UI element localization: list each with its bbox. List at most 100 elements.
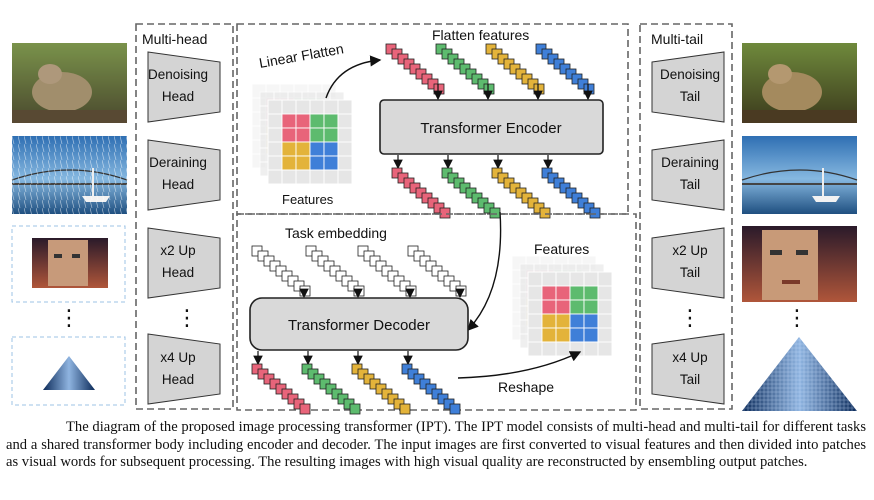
feature-cell (337, 155, 353, 171)
task-embedding-arrows (299, 288, 465, 299)
patch (405, 285, 417, 297)
figure-caption: The diagram of the proposed image proces… (6, 419, 866, 471)
feature-cell (309, 127, 325, 143)
patch (583, 83, 595, 95)
feature-cell (281, 169, 297, 185)
feature-cell (323, 155, 339, 171)
feature-layer-2 (527, 271, 613, 357)
feature-cell (323, 141, 339, 157)
encoder-features-label: Features (282, 192, 334, 207)
feature-cell (295, 141, 311, 157)
encoded-stack-3 (541, 167, 601, 219)
flatten-stack-3 (535, 43, 595, 95)
svg-text:Deraining: Deraining (661, 155, 719, 170)
decoder-output-arrows (253, 351, 413, 366)
feature-cell (323, 113, 339, 129)
feature-cell (597, 299, 613, 315)
transformer-decoder-label: Transformer Decoder (288, 317, 430, 334)
feature-cell (555, 313, 571, 329)
patch (299, 403, 311, 415)
feature-cell (541, 271, 557, 287)
feature-cell (527, 271, 543, 287)
svg-text:Denoising: Denoising (660, 67, 720, 82)
input-image-rainy-bridge (11, 136, 128, 214)
feature-cell (527, 313, 543, 329)
feature-cell (281, 99, 297, 115)
patch (589, 207, 601, 219)
feature-cell (267, 113, 283, 129)
feature-cell (555, 341, 571, 357)
multi-head-title: Multi-head (142, 31, 207, 47)
feature-cell (569, 285, 585, 301)
patch (533, 83, 545, 95)
svg-text:Head: Head (162, 89, 194, 104)
head-ellipsis: ⋮ (176, 305, 198, 330)
feature-cell (527, 341, 543, 357)
decoder-output-patches (251, 363, 461, 415)
tail-ellipsis: ⋮ (679, 305, 701, 330)
decoder-feature-grid (511, 255, 613, 357)
feature-cell (583, 313, 599, 329)
head-denoising: Denoising Head (147, 51, 221, 123)
svg-text:Tail: Tail (680, 265, 700, 280)
svg-text:Tail: Tail (680, 372, 700, 387)
feature-cell (323, 169, 339, 185)
feature-cell (295, 155, 311, 171)
patch (433, 83, 445, 95)
patch (483, 83, 495, 95)
task-stack-3 (407, 245, 467, 297)
decoded-stack-0 (251, 363, 311, 415)
decoder-features-label: Features (534, 241, 589, 257)
feature-cell (337, 141, 353, 157)
feature-cell (597, 271, 613, 287)
feature-cell (541, 341, 557, 357)
feature-cell (541, 313, 557, 329)
input-image-noisy-bird (12, 43, 127, 123)
flatten-features-patches (385, 43, 595, 95)
feature-cell (337, 99, 353, 115)
patch (439, 207, 451, 219)
tail-x2-up: x2 Up Tail (651, 227, 725, 299)
encoder-input-arrows (433, 84, 593, 101)
feature-cell (597, 341, 613, 357)
patch (299, 285, 311, 297)
tail-deraining: Deraining Tail (651, 139, 725, 211)
decoded-stack-2 (351, 363, 411, 415)
feature-cell (541, 327, 557, 343)
output-ellipsis: ⋮ (786, 305, 808, 330)
input-images-column: ⋮ (11, 43, 128, 406)
encoder-output-arrows (393, 155, 553, 170)
feature-cell (597, 313, 613, 329)
multi-tail-title: Multi-tail (651, 31, 703, 47)
svg-text:Head: Head (162, 372, 194, 387)
patch (399, 403, 411, 415)
feature-cell (583, 285, 599, 301)
decoded-stack-3 (401, 363, 461, 415)
task-stack-2 (357, 245, 417, 297)
flatten-stack-1 (435, 43, 495, 95)
feature-cell (597, 285, 613, 301)
reshape-arrow (457, 351, 582, 379)
feature-cell (309, 155, 325, 171)
flatten-features-label: Flatten features (432, 27, 529, 43)
feature-cell (555, 285, 571, 301)
feature-cell (323, 127, 339, 143)
transformer-encoder-label: Transformer Encoder (420, 120, 561, 137)
patch (489, 207, 501, 219)
feature-cell (541, 285, 557, 301)
feature-cell (281, 127, 297, 143)
output-image-hires-face (742, 226, 857, 302)
encoded-stack-0 (391, 167, 451, 219)
feature-cell (569, 271, 585, 287)
feature-cell (295, 113, 311, 129)
svg-text:Tail: Tail (680, 177, 700, 192)
svg-text:Head: Head (162, 265, 194, 280)
task-embedding-label: Task embedding (285, 225, 387, 241)
svg-text:x2 Up: x2 Up (672, 243, 707, 258)
feature-cell (323, 99, 339, 115)
input-ellipsis: ⋮ (58, 305, 80, 330)
feature-cell (555, 327, 571, 343)
tail-x4-up: x4 Up Tail (651, 333, 725, 405)
feature-cell (309, 141, 325, 157)
encoder-panel (236, 23, 629, 215)
